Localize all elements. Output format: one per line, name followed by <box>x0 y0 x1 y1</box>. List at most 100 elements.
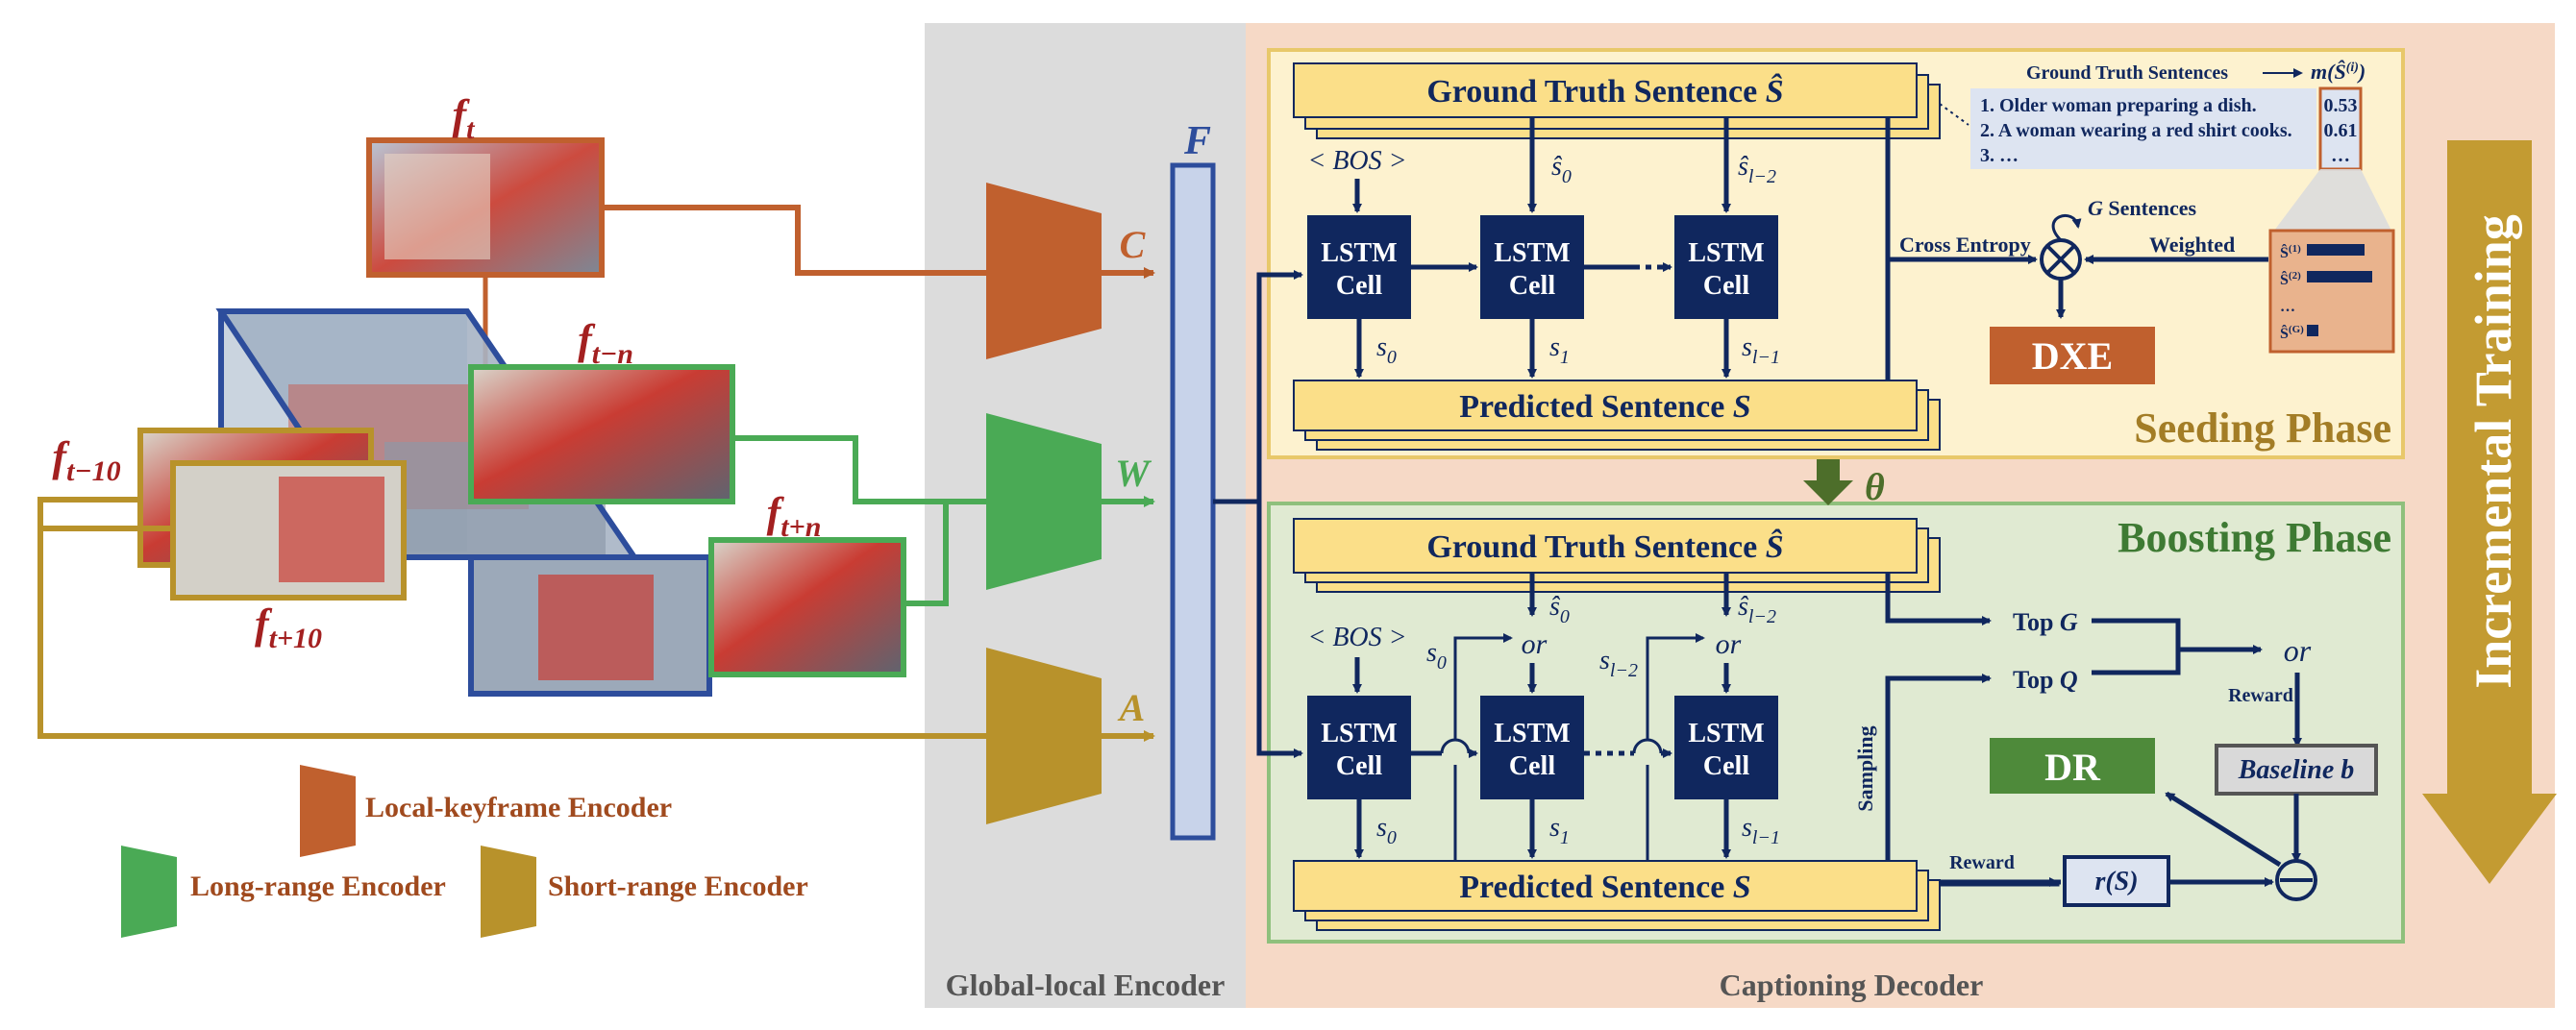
seed-s0: s0 <box>1376 332 1397 368</box>
encoder-w-label: W <box>1115 452 1152 495</box>
svg-text:LSTM: LSTM <box>1688 238 1764 268</box>
svg-text:LSTM: LSTM <box>1494 238 1570 268</box>
gt-sentence-2: 2. A woman wearing a red shirt cooks. <box>1980 120 2292 141</box>
boost-s1: s1 <box>1549 813 1570 848</box>
boost-predicted-sentence-label: Predicted Sentence S <box>1459 870 1750 905</box>
boost-lstm-cell-1: LSTM Cell <box>1307 696 1411 799</box>
svg-text:Cell: Cell <box>1703 271 1749 301</box>
global-local-encoder-label: Global-local Encoder <box>946 968 1226 1002</box>
score-2: 0.61 <box>2324 120 2358 141</box>
boosting-phase-label: Boosting Phase <box>2118 514 2391 561</box>
local-keyframe-encoder <box>986 183 1102 359</box>
subtract-operator <box>2275 859 2317 901</box>
gt-sentence-3: 3. … <box>1980 145 2019 166</box>
baseline-box <box>2215 744 2378 796</box>
score-3: … <box>2331 145 2350 166</box>
weight-bar <box>2307 244 2365 256</box>
feature-bar-f <box>1170 162 1216 841</box>
svg-text:Cell: Cell <box>1703 751 1749 781</box>
seed-sl1: sl−1 <box>1742 332 1780 368</box>
legend-long-label: Long-range Encoder <box>190 871 446 902</box>
seeding-phase-label: Seeding Phase <box>2134 405 2391 452</box>
svg-text:Cell: Cell <box>1336 751 1382 781</box>
frame-ft-10-label: ft−10 <box>52 433 120 487</box>
captioning-decoder-label: Captioning Decoder <box>1720 968 1984 1002</box>
boost-gt-sentence-label: Ground Truth Sentence Ŝ <box>1426 528 1783 565</box>
boost-s0-top: s0 <box>1426 638 1447 674</box>
reward-rs-label: r(S) <box>2094 867 2138 896</box>
g-sentences-label: G Sentences <box>2088 196 2196 220</box>
svg-text:LSTM: LSTM <box>1321 238 1397 268</box>
legend-short-label: Short-range Encoder <box>548 871 808 902</box>
frame-ft+10-label: ft+10 <box>255 601 322 654</box>
seed-lstm-cell-3: LSTM Cell <box>1674 215 1778 319</box>
frame-ft-n <box>468 364 735 504</box>
weighted-product-operator <box>2040 238 2082 281</box>
gt-sentences-header: Ground Truth Sentences <box>2026 62 2228 84</box>
dxe-box <box>1990 327 2155 384</box>
boost-bos-label: < BOS > <box>1307 623 1406 652</box>
seed-s1: s1 <box>1549 332 1570 368</box>
seed-predicted-sentence-bar <box>1293 380 1918 431</box>
boost-s0: s0 <box>1376 813 1397 848</box>
svg-text:Cell: Cell <box>1336 271 1382 301</box>
incremental-training-label: Incremental Training <box>2465 214 2522 689</box>
boost-sl2-top: sl−2 <box>1599 646 1638 681</box>
weight-bars: Ŝ(1)Ŝ(2)…Ŝ(G) <box>2280 243 2372 342</box>
seed-lstm-cell-2: LSTM Cell <box>1480 215 1584 319</box>
boost-sl1: sl−1 <box>1742 813 1780 848</box>
boost-or-2: or <box>1716 628 1742 660</box>
seed-lstm-cell-1: LSTM Cell <box>1307 215 1411 319</box>
weight-bar-label: … <box>2280 299 2295 315</box>
svg-text:LSTM: LSTM <box>1688 719 1764 748</box>
boost-gt-sentence-bar <box>1293 518 1918 574</box>
svg-text:LSTM: LSTM <box>1494 719 1570 748</box>
svg-text:LSTM: LSTM <box>1321 719 1397 748</box>
dxe-label: DXE <box>2032 334 2113 378</box>
boost-lstm-cell-3: LSTM Cell <box>1674 696 1778 799</box>
top-g-label: Top G <box>2013 608 2078 636</box>
gt-sentence-1: 1. Older woman preparing a dish. <box>1980 95 2257 116</box>
score-projection <box>2274 169 2391 231</box>
encoder-a-label: A <box>1117 686 1146 729</box>
svg-text:Cell: Cell <box>1509 271 1555 301</box>
seed-predicted-sentence-label: Predicted Sentence S <box>1459 389 1750 425</box>
reward-label-top: Reward <box>2228 685 2293 706</box>
sampling-label: Sampling <box>1853 725 1877 811</box>
cross-entropy-label: Cross Entropy <box>1899 233 2031 257</box>
frame-ft+n <box>708 537 906 677</box>
weighted-label: Weighted <box>2149 233 2235 257</box>
long-range-encoder <box>986 413 1102 590</box>
theta-label: θ <box>1865 465 1885 508</box>
seed-bos-label: < BOS > <box>1307 146 1406 176</box>
theta-transfer-arrow <box>1803 459 1853 505</box>
incremental-training-arrow <box>2422 140 2557 884</box>
legend-local-swatch <box>300 765 356 857</box>
encoder-c-label: C <box>1120 223 1147 266</box>
weight-bar <box>2307 271 2372 282</box>
boost-shat0: ŝ0 <box>1549 592 1570 627</box>
gt-sentences-card <box>1970 88 2316 169</box>
baseline-label: Baseline b <box>2238 755 2355 785</box>
seed-shatl2: ŝl−2 <box>1738 152 1776 187</box>
feature-f-label: F <box>1183 119 1211 163</box>
boost-lstm-cell-2: LSTM Cell <box>1480 696 1584 799</box>
boost-shatl2: ŝl−2 <box>1738 592 1776 627</box>
legend-local-label: Local-keyframe Encoder <box>365 792 672 823</box>
boost-predicted-sentence-bar <box>1293 860 1918 912</box>
seed-gt-sentence-label: Ground Truth Sentence Ŝ <box>1426 73 1783 110</box>
top-q-label: Top Q <box>2013 666 2078 694</box>
seed-shat0: ŝ0 <box>1551 152 1572 187</box>
dr-label: DR <box>2044 746 2101 789</box>
reward-rs-box <box>2063 855 2170 907</box>
dr-box <box>1990 738 2155 794</box>
boost-or-3: or <box>2284 633 2312 668</box>
frame-ft-label: ft <box>453 91 477 145</box>
legend-long-swatch <box>121 846 177 938</box>
seed-gt-sentence-bar <box>1293 62 1918 118</box>
reward-label-bottom: Reward <box>1949 852 2015 873</box>
weight-bar <box>2307 325 2318 336</box>
score-1: 0.53 <box>2324 95 2358 116</box>
boost-or-1: or <box>1522 628 1548 660</box>
